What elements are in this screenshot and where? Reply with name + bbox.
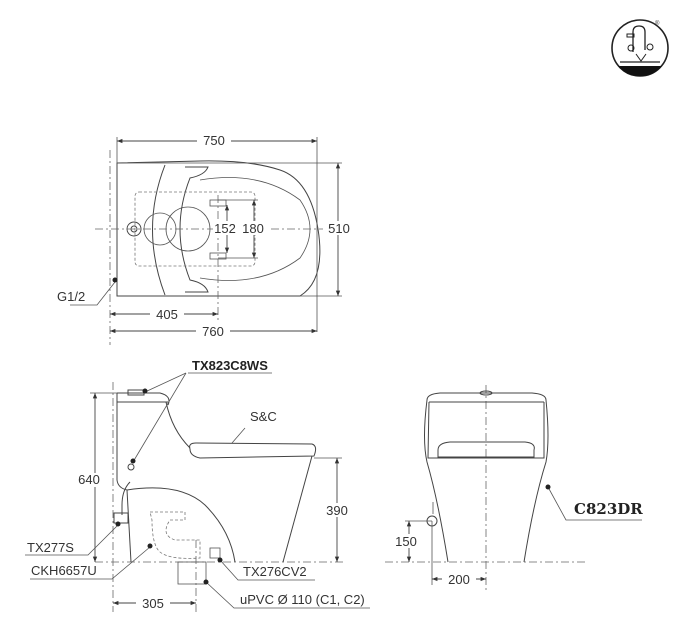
- dim-405: 405: [156, 307, 178, 322]
- dim-390: 390: [326, 503, 348, 518]
- side-view: TX823C8WS S&C 640 390 TX277S CKH6657U TX…: [25, 358, 370, 612]
- front-view: C823DR 150 200: [385, 385, 643, 590]
- label-c823dr: C823DR: [574, 500, 643, 518]
- registered-mark: ®: [655, 20, 660, 27]
- dim-200: 200: [448, 572, 470, 587]
- label-s-and-c: S&C: [250, 409, 277, 424]
- faucet-water-saving-icon: ®: [611, 19, 669, 77]
- dim-640: 640: [78, 472, 100, 487]
- label-ckh6657u: CKH6657U: [31, 563, 97, 578]
- dim-510: 510: [328, 221, 350, 236]
- label-g1-2: G1/2: [57, 289, 85, 304]
- dim-305: 305: [142, 596, 164, 611]
- label-tx823c8ws: TX823C8WS: [192, 358, 268, 373]
- dim-760: 760: [202, 324, 224, 339]
- label-tx277s: TX277S: [27, 540, 74, 555]
- dim-150: 150: [395, 534, 417, 549]
- label-upvc-110: uPVC Ø 110 (C1, C2): [240, 592, 365, 607]
- dim-152: 152: [214, 221, 236, 236]
- label-tx276cv2: TX276CV2: [243, 564, 307, 579]
- dim-180: 180: [242, 221, 264, 236]
- dim-750: 750: [203, 133, 225, 148]
- top-view: 750 510 152 180 G1/2 405 760: [57, 132, 355, 345]
